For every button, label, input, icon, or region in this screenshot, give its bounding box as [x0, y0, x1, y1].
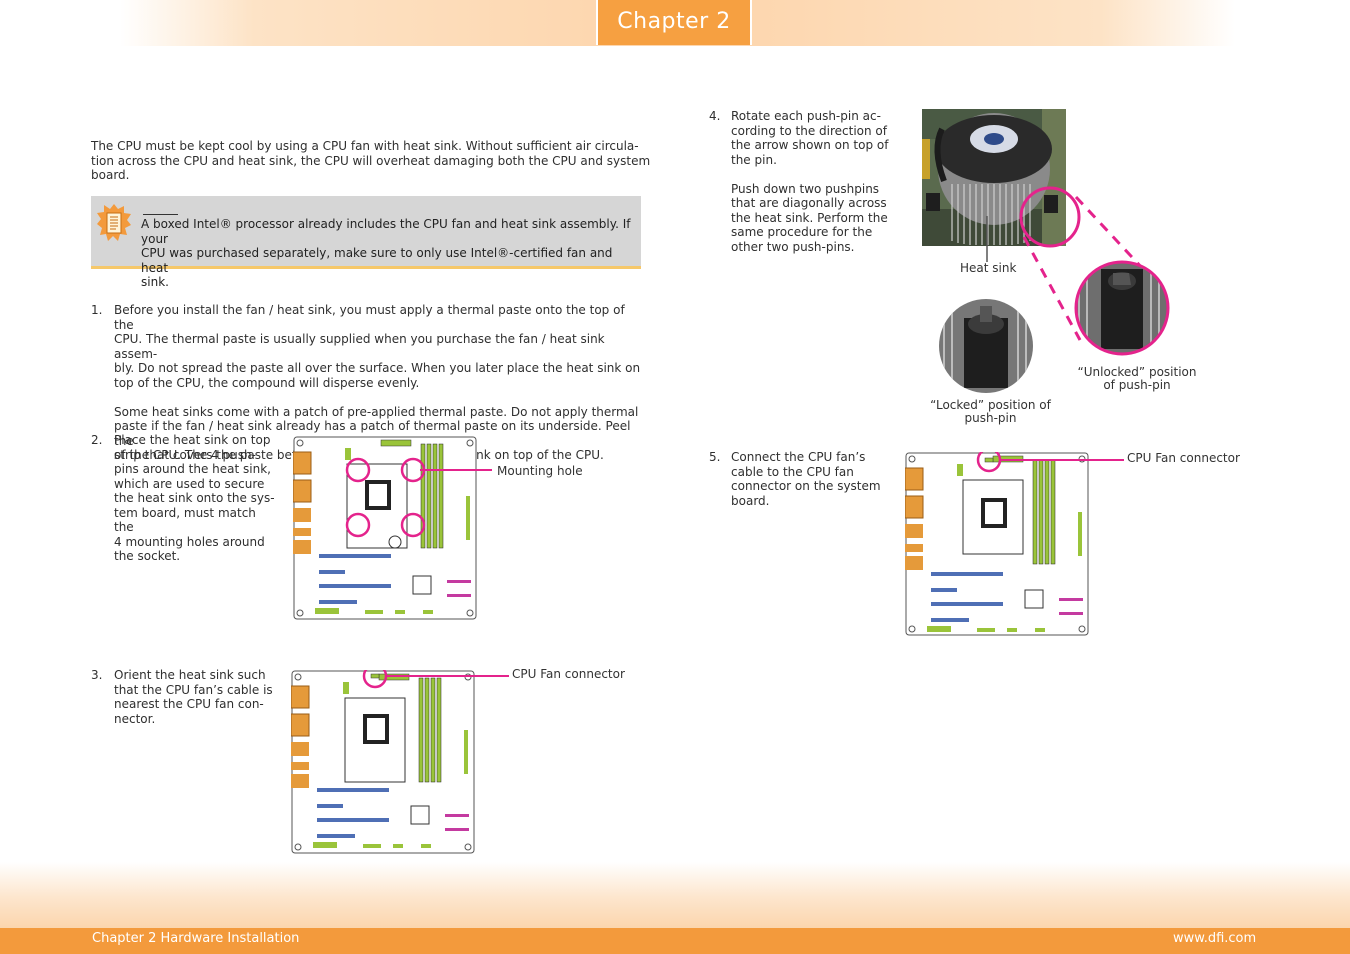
note-icon	[97, 204, 131, 242]
text-line: nector.	[114, 711, 156, 726]
text-line: the heat sink onto the sys-	[114, 491, 275, 505]
note-box	[91, 196, 641, 269]
text-line: pins around the heat sink,	[114, 462, 271, 476]
step-number: 3.	[91, 668, 103, 682]
text-line: A boxed Intel® processor already include…	[141, 217, 631, 246]
text-line: Connect the CPU fan’s	[731, 450, 866, 464]
footer-band	[0, 862, 1350, 932]
text-line: sink.	[141, 275, 169, 289]
tab-separator	[596, 0, 598, 45]
text-line: “Locked” position of	[930, 398, 1051, 412]
text-line: Some heat sinks come with a patch of pre…	[114, 404, 639, 419]
text-line: tion across the CPU and heat sink, the C…	[91, 153, 651, 168]
mounting-hole-label: Mounting hole	[497, 464, 583, 478]
step-number: 2.	[91, 433, 103, 447]
text-line: Push down two pushpins	[731, 181, 880, 196]
step-number: 1.	[91, 303, 103, 317]
tab-separator	[750, 0, 752, 45]
step-2-text: Place the heat sink on top of the CPU. T…	[114, 433, 279, 564]
callout-line	[1000, 459, 1124, 461]
text-line: the heat sink. Perform the	[731, 210, 888, 225]
text-line: that the CPU fan’s cable is	[114, 682, 273, 697]
step-number: 5.	[709, 450, 721, 464]
text-line: bly. Do not spread the paste all over th…	[114, 361, 641, 375]
note-text: A boxed Intel® processor already include…	[141, 217, 643, 290]
text-line: top of the CPU, the compound will disper…	[114, 375, 420, 390]
text-line: paste if the fan / heat sink already has…	[114, 419, 631, 448]
text-line: the pin.	[731, 152, 777, 167]
motherboard-diagram-connect	[904, 447, 1089, 636]
callout-line	[386, 675, 509, 677]
text-line: Rotate each push-pin ac-	[731, 109, 881, 123]
text-line: CPU. The thermal paste is usually suppli…	[114, 332, 605, 361]
footer-website-link[interactable]: www.dfi.com	[1173, 931, 1257, 946]
text-line: the socket.	[114, 549, 181, 563]
heat-sink-photo	[922, 109, 1066, 246]
cpu-fan-connector-label: CPU Fan connector	[512, 667, 625, 681]
step-5-text: Connect the CPU fan’s cable to the CPU f…	[731, 450, 891, 508]
note-underline	[143, 214, 178, 215]
footer-bar	[0, 928, 1350, 954]
text-line: push-pin	[964, 411, 1017, 425]
text-line: “Unlocked” position	[1077, 365, 1197, 379]
text-line: of the CPU. The 4 push-	[114, 447, 256, 462]
text-line: the arrow shown on top of	[731, 138, 889, 152]
text-line: same procedure for the	[731, 225, 873, 239]
text-line: other two push-pins.	[731, 239, 855, 254]
text-line: which are used to secure	[114, 476, 265, 491]
step-3-text: Orient the heat sink such that the CPU f…	[114, 668, 279, 726]
text-line: Before you install the fan / heat sink, …	[114, 303, 625, 332]
locked-pushpin-photo	[938, 298, 1034, 394]
step-4-text: Rotate each push-pin ac- cording to the …	[731, 109, 896, 254]
text-line: CPU was purchased separately, make sure …	[141, 246, 613, 275]
step-1-text: Before you install the fan / heat sink, …	[114, 303, 644, 463]
text-line: of push-pin	[1103, 378, 1171, 392]
text-line: cording to the direction of	[731, 123, 887, 138]
unlocked-pushpin-photo	[1073, 259, 1171, 357]
text-line: board.	[731, 493, 770, 508]
intro-paragraph: The CPU must be kept cool by using a CPU…	[91, 139, 651, 183]
step-number: 4.	[709, 109, 721, 123]
locked-position-label: “Locked” position of push-pin	[928, 399, 1053, 425]
text-line: board.	[91, 168, 130, 182]
text-line: that are diagonally across	[731, 196, 887, 210]
text-line: tem board, must match the	[114, 505, 256, 535]
heat-sink-label: Heat sink	[960, 261, 1017, 275]
chapter-tab: Chapter 2	[598, 0, 750, 45]
text-line: cable to the CPU fan	[731, 464, 854, 479]
callout-line	[420, 469, 492, 471]
footer-chapter-title: Chapter 2 Hardware Installation	[92, 931, 300, 946]
unlocked-position-label: “Unlocked” position of push-pin	[1077, 366, 1197, 392]
text-line: Orient the heat sink such	[114, 668, 266, 682]
cpu-fan-connector-label: CPU Fan connector	[1127, 451, 1240, 465]
motherboard-diagram-fan	[290, 663, 475, 854]
text-line: nearest the CPU fan con-	[114, 697, 264, 711]
text-line: connector on the system	[731, 479, 881, 493]
text-line: Place the heat sink on top	[114, 433, 271, 447]
text-line: 4 mounting holes around	[114, 534, 265, 549]
motherboard-diagram-mounting	[292, 436, 477, 620]
text-line: The CPU must be kept cool by using a CPU…	[91, 139, 639, 153]
